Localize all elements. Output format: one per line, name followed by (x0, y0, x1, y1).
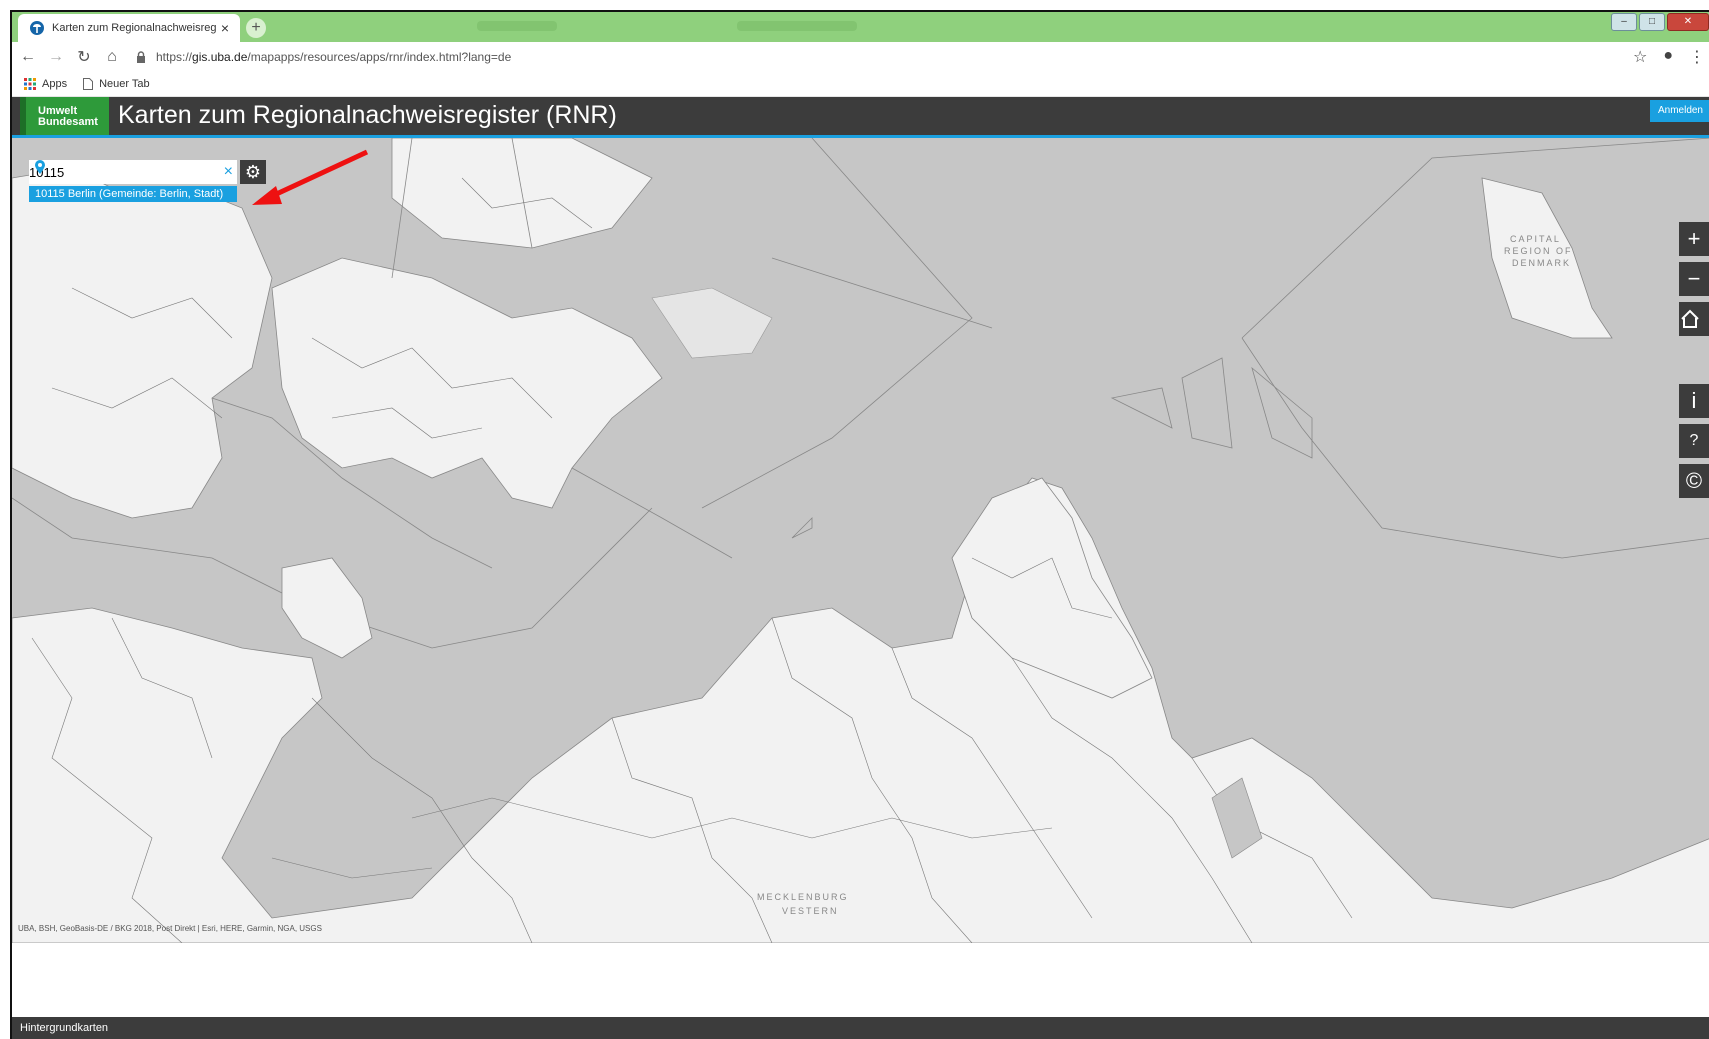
tab-title: Karten zum Regionalnachweisreg (52, 22, 216, 34)
uba-favicon-icon (30, 21, 44, 35)
map-label: CAPITAL (1510, 234, 1561, 244)
address-bar: ← → ↻ ⌂ https://gis.uba.de/mapapps/resou… (12, 42, 1709, 72)
new-tab-button[interactable]: + (246, 18, 266, 38)
search-box: × (29, 160, 237, 184)
menu-dots-icon[interactable]: ⋮ (1689, 49, 1705, 66)
home-icon (1681, 309, 1699, 328)
maximize-icon[interactable]: □ (1639, 13, 1665, 31)
page-title: Karten zum Regionalnachweisregister (RNR… (118, 101, 617, 129)
title-bar: Karten zum Regionalnachweisreg × + – □ ✕ (12, 12, 1709, 42)
map-attribution: UBA, BSH, GeoBasis-DE / BKG 2018, Post D… (18, 924, 322, 933)
back-icon[interactable]: ← (20, 48, 36, 65)
help-button[interactable]: ? (1679, 424, 1709, 458)
clear-search-icon[interactable]: × (223, 163, 233, 180)
map-label: MECKLENBURG (757, 892, 849, 902)
lock-icon (137, 51, 145, 63)
url-path: /mapapps/resources/apps/rnr/index.html?l… (247, 50, 512, 64)
home-extent-button[interactable] (1679, 302, 1709, 336)
map-label: VESTERN (782, 906, 839, 916)
app-header: Umwelt Bundesamt Karten zum Regionalnach… (12, 97, 1709, 138)
minimize-icon[interactable]: – (1611, 13, 1637, 31)
zoom-in-button[interactable]: + (1679, 222, 1709, 256)
blurred-area (477, 21, 557, 31)
bookmark-apps[interactable]: Apps (24, 78, 67, 90)
url-host: gis.uba.de (192, 50, 248, 64)
zoom-out-button[interactable]: − (1679, 262, 1709, 296)
login-button[interactable]: Anmelden (1649, 100, 1709, 122)
map-view[interactable]: × ⚙ 10115 Berlin (Gemeinde: Berlin, Stad… (12, 138, 1709, 943)
location-pin-icon (35, 160, 45, 174)
logo-text-1: Umwelt (38, 105, 78, 117)
window-controls: – □ ✕ (1611, 13, 1709, 31)
map-label: REGION OF (1504, 246, 1573, 256)
forward-icon[interactable]: → (48, 48, 64, 65)
search-settings-gear-icon[interactable]: ⚙ (240, 160, 266, 184)
info-button[interactable]: i (1679, 384, 1709, 418)
map-label: DENMARK (1512, 258, 1572, 268)
bookmark-label: Apps (42, 78, 68, 90)
address-bar-actions: ☆ ● ⋮ (1633, 47, 1705, 67)
browser-tab[interactable]: Karten zum Regionalnachweisreg × (18, 14, 240, 42)
bookmarks-bar: Apps Neuer Tab (12, 72, 1709, 97)
logo-text-2: Bundesamt (38, 116, 98, 128)
search-input[interactable] (29, 164, 189, 180)
bookmark-label: Neuer Tab (99, 78, 150, 90)
close-window-icon[interactable]: ✕ (1667, 13, 1709, 31)
blurred-area (737, 21, 857, 31)
account-icon[interactable]: ● (1663, 47, 1673, 64)
reload-icon[interactable]: ↻ (77, 49, 91, 66)
uba-logo: Umwelt Bundesamt (20, 97, 109, 135)
url-scheme: https:// (156, 50, 193, 64)
bookmark-new-tab[interactable]: Neuer Tab (83, 78, 150, 90)
page-icon (83, 78, 94, 90)
basemap-footer-button[interactable]: Hintergrundkarten (12, 1017, 1709, 1039)
home-icon[interactable]: ⌂ (107, 48, 117, 65)
url-field[interactable]: https://gis.uba.de/mapapps/resources/app… (136, 50, 511, 64)
browser-window: Karten zum Regionalnachweisreg × + – □ ✕… (10, 10, 1709, 1039)
bookmark-star-icon[interactable]: ☆ (1632, 49, 1648, 66)
search-suggestion-item[interactable]: 10115 Berlin (Gemeinde: Berlin, Stadt) (29, 186, 237, 202)
apps-grid-icon (24, 78, 36, 90)
copyright-button[interactable]: © (1679, 464, 1709, 498)
tab-close-icon[interactable]: × (220, 20, 230, 36)
map-canvas (12, 138, 1709, 943)
